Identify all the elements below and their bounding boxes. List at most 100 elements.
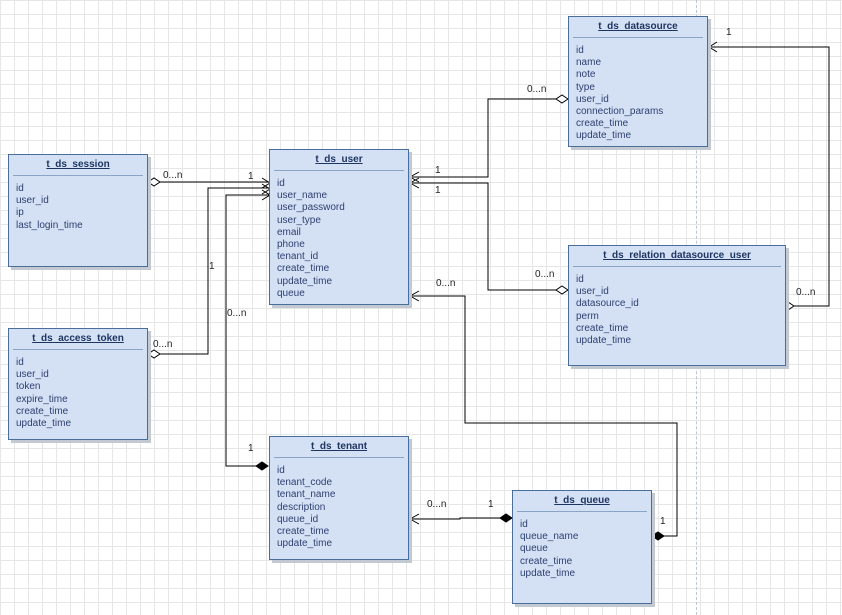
open-arrow-user-relation (408, 177, 420, 189)
rel-datasource-relation (709, 46, 830, 307)
field: user_id (576, 286, 609, 298)
entity-user[interactable]: t_ds_user id user_name user_password use… (269, 149, 409, 305)
open-arrow-user-datasource (408, 171, 420, 183)
entity-title: t_ds_access_token (13, 329, 143, 350)
field: user_name (277, 190, 328, 202)
field: perm (576, 310, 599, 322)
field: user_id (16, 369, 49, 381)
entity-access-token[interactable]: t_ds_access_token id user_id token expir… (8, 328, 148, 440)
field: create_time (277, 526, 330, 538)
multiplicity-label: 0...n (153, 339, 173, 350)
multiplicity-label: 1 (435, 185, 441, 196)
field: update_time (16, 418, 72, 430)
field: queue (520, 543, 548, 555)
field: id (576, 274, 584, 285)
entity-relation-datasource-user[interactable]: t_ds_relation_datasource_user id user_id… (568, 245, 786, 366)
multiplicity-label: 0...n (527, 84, 547, 95)
field-list: id user_id datasource_id perm create_tim… (569, 267, 785, 347)
diamond-tenant (255, 461, 269, 471)
open-arrow-tenant-queue (408, 513, 420, 525)
entity-title: t_ds_session (13, 155, 143, 176)
open-arrow-user-queue (408, 290, 420, 302)
multiplicity-label: 1 (726, 27, 732, 38)
field: phone (277, 239, 305, 251)
field: id (16, 183, 24, 194)
field: connection_params (576, 106, 664, 118)
field-list: id user_name user_password user_type ema… (270, 171, 408, 300)
field: type (576, 81, 595, 93)
field: id (277, 465, 285, 476)
rel-user-datasource (410, 98, 556, 178)
diamond-queue-left (499, 513, 513, 523)
field: update_time (520, 567, 576, 579)
multiplicity-label: 1 (209, 261, 215, 272)
entity-title: t_ds_datasource (573, 17, 703, 38)
field: tenant_code (277, 477, 333, 489)
rel-token-user (160, 187, 270, 355)
entity-title: t_ds_user (274, 150, 404, 171)
field: update_time (277, 538, 333, 550)
field: ip (16, 207, 24, 219)
entity-queue[interactable]: t_ds_queue id queue_name queue create_ti… (512, 490, 652, 604)
multiplicity-label: 0...n (436, 278, 456, 289)
multiplicity-label: 0...n (535, 269, 555, 280)
field-list: id queue_name queue create_time update_t… (513, 512, 651, 580)
rel-tenant-user (225, 194, 270, 467)
field: update_time (277, 275, 333, 287)
field: datasource_id (576, 298, 639, 310)
field: id (16, 357, 24, 368)
field: queue_name (520, 531, 579, 543)
field: update_time (576, 335, 632, 347)
multiplicity-label: 0...n (227, 308, 247, 319)
multiplicity-label: 1 (435, 165, 441, 176)
rel-user-relation (410, 182, 556, 291)
field: name (576, 57, 602, 69)
field: last_login_time (16, 219, 83, 231)
entity-session[interactable]: t_ds_session id user_id ip last_login_ti… (8, 154, 148, 267)
field-list: id tenant_code tenant_name description q… (270, 458, 408, 550)
field-list: id name note type user_id connection_par… (569, 38, 707, 143)
entity-title: t_ds_relation_datasource_user (573, 246, 781, 267)
diamond-queue-right (651, 531, 665, 541)
field: create_time (277, 263, 330, 275)
field: token (16, 381, 41, 393)
diamond-relation-left (555, 285, 569, 295)
diamond-token (147, 349, 161, 359)
field: create_time (576, 118, 629, 130)
entity-title: t_ds_tenant (274, 437, 404, 458)
entity-tenant[interactable]: t_ds_tenant id tenant_code tenant_name d… (269, 436, 409, 560)
field: create_time (16, 405, 69, 417)
multiplicity-label: 0...n (163, 170, 183, 181)
field: id (520, 519, 528, 530)
field: update_time (576, 130, 632, 142)
field: expire_time (16, 393, 68, 405)
field: id (576, 45, 584, 56)
field: user_id (16, 195, 49, 207)
field: queue (277, 287, 305, 299)
field: create_time (576, 322, 629, 334)
field: user_password (277, 202, 345, 214)
multiplicity-label: 1 (488, 499, 494, 510)
field-list: id user_id token expire_time create_time… (9, 350, 147, 430)
field: email (277, 226, 301, 238)
field: user_type (277, 214, 321, 226)
field: queue_id (277, 513, 319, 525)
field: tenant_id (277, 251, 319, 263)
field: description (277, 501, 326, 513)
field: create_time (520, 555, 573, 567)
multiplicity-label: 0...n (796, 287, 816, 298)
entity-datasource[interactable]: t_ds_datasource id name note type user_i… (568, 16, 708, 147)
diamond-datasource (555, 94, 569, 104)
field: note (576, 69, 596, 81)
rel-queue-tenant (410, 517, 500, 520)
field: user_id (576, 93, 609, 105)
field-list: id user_id ip last_login_time (9, 176, 147, 232)
multiplicity-label: 1 (248, 443, 254, 454)
open-arrow-datasource (708, 41, 718, 53)
field: tenant_name (277, 489, 336, 501)
field: id (277, 178, 285, 189)
rel-queue-user (410, 295, 678, 537)
multiplicity-label: 0...n (427, 499, 447, 510)
diamond-session (147, 177, 161, 187)
multiplicity-label: 1 (248, 171, 254, 182)
